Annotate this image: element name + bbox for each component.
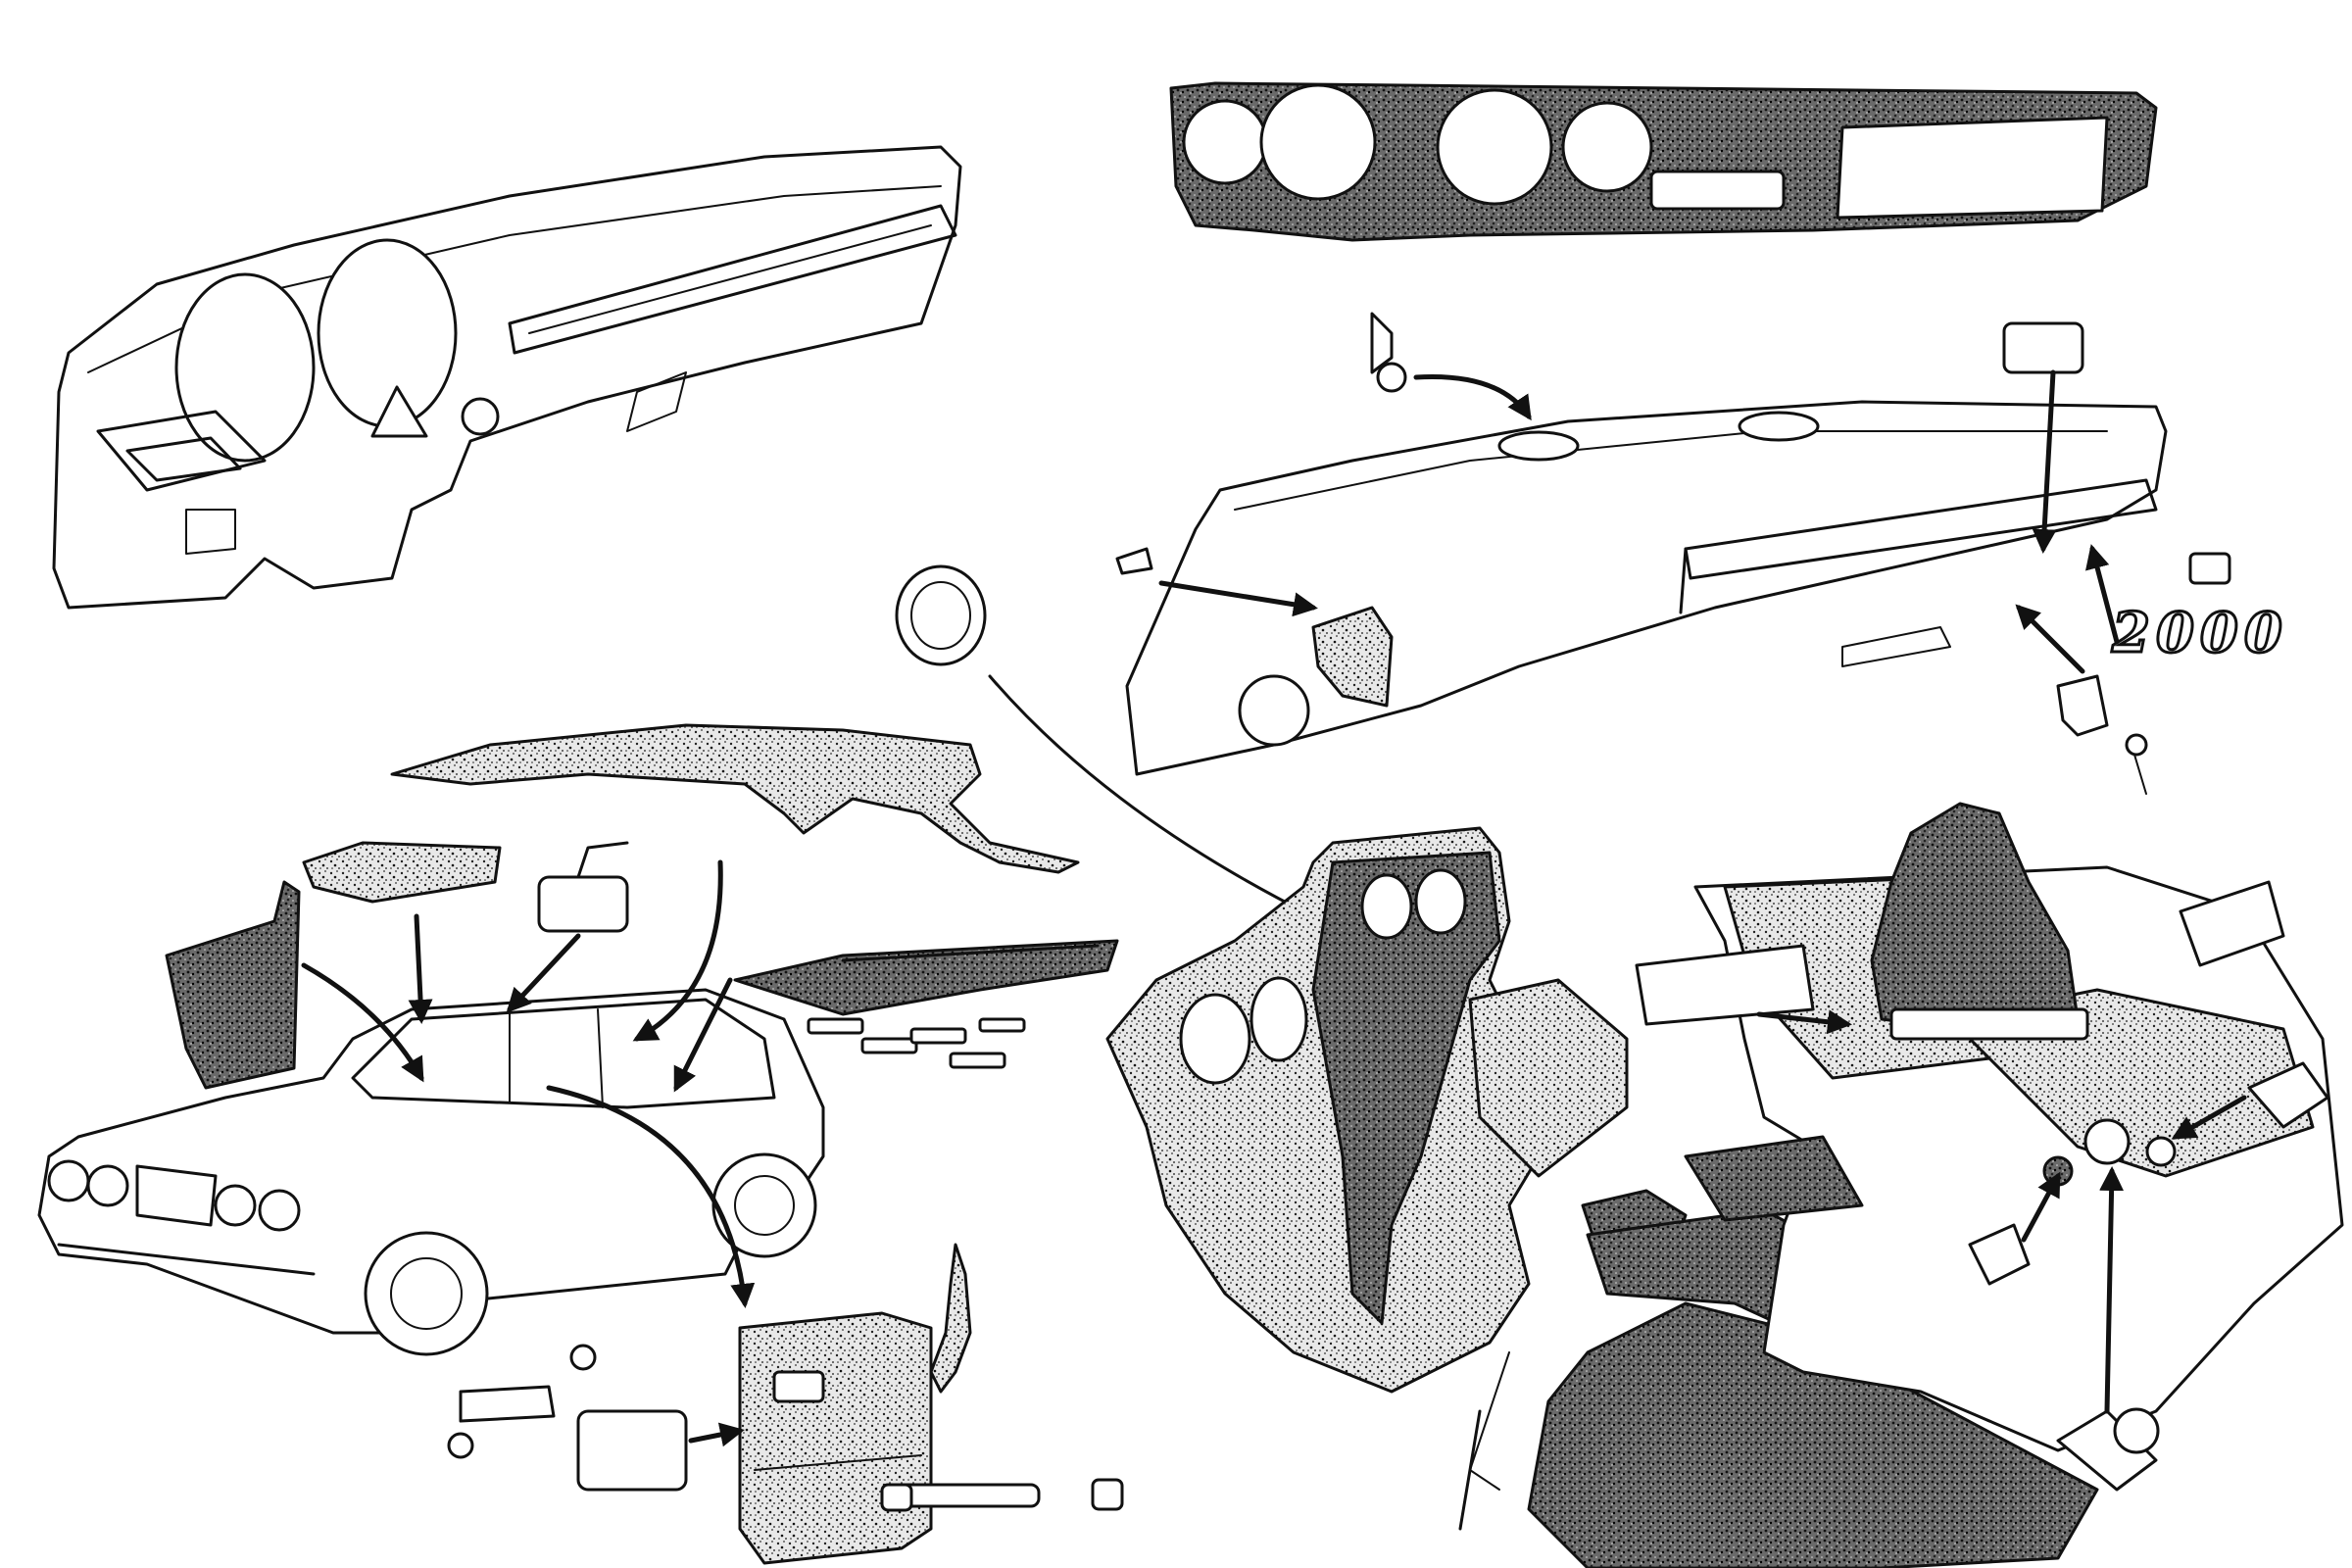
console-strip (1635, 944, 1815, 1026)
headlamp-4 (258, 1189, 301, 1232)
shift-boot (1870, 802, 2080, 1031)
vent-top-1 (1497, 430, 1580, 462)
small-bracket (1115, 547, 1153, 575)
cigarette-lighter (2056, 1409, 2158, 1492)
arrow-door-card (546, 1085, 756, 1308)
side-vent (1311, 606, 1394, 708)
arrows-left (301, 859, 756, 1447)
armrest (576, 1409, 688, 1492)
switches-lower-right (1968, 1061, 2329, 1492)
glovebox-opening (1836, 116, 2109, 220)
arrow-lighter (2099, 1166, 2125, 1414)
trim-ring (895, 564, 987, 666)
key (2125, 733, 2148, 757)
gauge-ring-left (174, 272, 316, 463)
console-bracket (1458, 1409, 1482, 1531)
triangle-vent (370, 385, 428, 438)
speaker-grille-left (1179, 993, 1251, 1085)
front-wheel (364, 1231, 489, 1356)
arrow-sun-visor (408, 913, 433, 1024)
vent-top-2 (1738, 411, 1820, 442)
bracket (459, 1385, 556, 1423)
arrow-bolt (1413, 374, 1532, 421)
instrument-panel-textured (1169, 81, 2158, 242)
radio-slot (1649, 170, 1786, 211)
toggle-switch-upper (2247, 1061, 2329, 1129)
washer (1376, 362, 1407, 393)
arrow-badge (2085, 544, 2120, 645)
glovebox-lid (1684, 478, 2158, 580)
shifter-plate (1468, 978, 1629, 1178)
arrow-lock (2015, 604, 2085, 674)
toggle-switch-lower (1968, 1223, 2031, 1286)
speaker-grille-right (1250, 976, 1308, 1062)
dashboard-outline-left (52, 145, 962, 610)
grille (135, 1164, 218, 1227)
arrows-upper (988, 369, 2120, 918)
rearview-mirror (537, 875, 629, 933)
floor-tunnel-area (1635, 802, 2344, 1452)
clip (2188, 552, 2231, 585)
armrest-and-brackets (447, 1243, 1124, 1512)
arrow-headliner (632, 859, 723, 1042)
dash-small-parts: 2000 (895, 312, 2288, 795)
dashboard-frame-right (1125, 400, 2168, 776)
glovebox-vent-frame (96, 410, 267, 492)
console-center-stack (1311, 851, 1501, 1325)
gauge-hole-4 (1561, 101, 1653, 193)
pillar-trim (929, 1243, 972, 1394)
arrow-door-pocket (301, 962, 424, 1083)
arrow-armrest (688, 1422, 745, 1447)
small-tray (1684, 1135, 1864, 1222)
headlamp-1 (47, 1159, 90, 1202)
console-dial-1 (1360, 873, 1413, 940)
sun-visor-and-mirror (302, 841, 629, 933)
gauge-ring-right (317, 238, 458, 428)
car-windows (351, 998, 776, 1109)
shift-boot-frame (1889, 1007, 2089, 1041)
glovebox-lock (2056, 674, 2109, 737)
headliner-panel (390, 723, 1080, 874)
door-card (738, 1311, 933, 1565)
gauge-hole-3 (1436, 88, 1553, 206)
door-pocket (165, 880, 301, 1090)
cigarette-lighter-socket (2083, 1118, 2131, 1165)
ignition-hole (461, 397, 500, 436)
console-dial-2 (1414, 868, 1467, 935)
arrow-upper-switch (2171, 1095, 2247, 1140)
arrow-mirror (506, 933, 581, 1013)
arrows-lower-right (1756, 1009, 2247, 1414)
rear-wheel (711, 1152, 817, 1258)
arrow-bracket (1158, 580, 1318, 617)
bolt (1370, 312, 1394, 374)
gauge-hole-2 (1259, 83, 1377, 201)
door-handle (772, 1370, 825, 1403)
console-base (1527, 1301, 2099, 1568)
arrow-latch (2032, 369, 2057, 554)
sun-visor (302, 841, 502, 904)
headlamp-3 (214, 1184, 257, 1227)
arrow-rear-trim (673, 977, 733, 1093)
ashtray (2179, 880, 2285, 967)
model-badge: 2000 (2111, 601, 2288, 665)
glovebox-latch-switch (2002, 321, 2084, 374)
headlamp-2 (86, 1164, 129, 1207)
arrow-lower-switch (2021, 1171, 2061, 1243)
car-body (37, 988, 825, 1356)
rear-quarter-trim (733, 939, 1119, 1069)
gauge-hole-1 (1182, 99, 1268, 185)
speaker-ring (1238, 674, 1310, 747)
arrow-console-strip (1756, 1009, 1852, 1035)
arrow-trim-ring (988, 674, 1317, 918)
